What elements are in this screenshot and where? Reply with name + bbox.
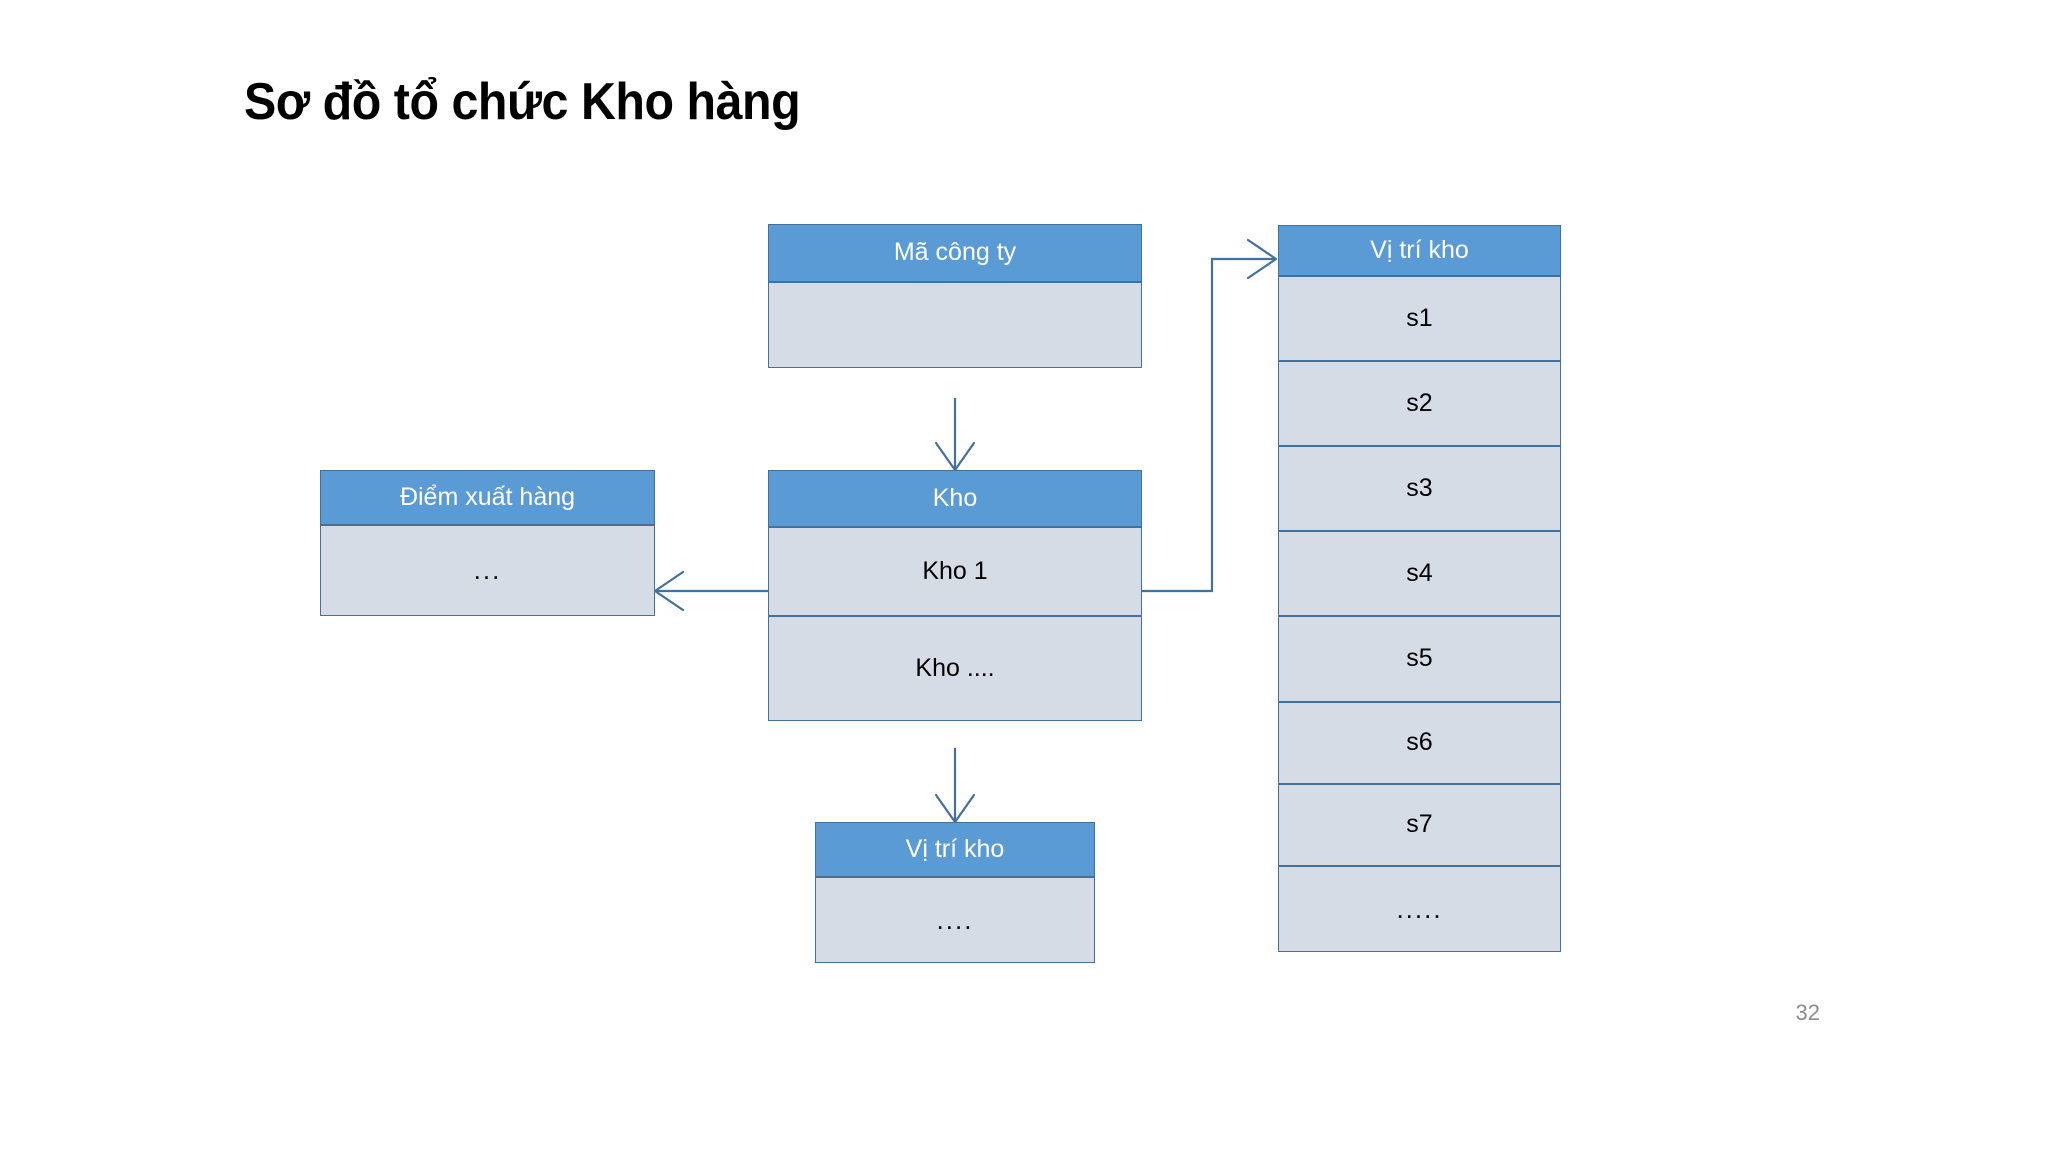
entity-row-warehouse-0[interactable]: Kho 1 <box>768 527 1142 616</box>
entity-row-location-right-3[interactable]: s4 <box>1278 531 1561 616</box>
page-number: 32 <box>1795 1000 1820 1025</box>
connector-warehouse-to-location-right <box>1140 238 1278 593</box>
entity-header-location-right: Vị trí kho <box>1278 225 1561 276</box>
entity-row-location-right-2[interactable]: s3 <box>1278 446 1561 531</box>
entity-row-location-right-4[interactable]: s5 <box>1278 616 1561 702</box>
entity-row-location-right-1[interactable]: s2 <box>1278 361 1561 446</box>
entity-header-warehouse: Kho <box>768 470 1142 527</box>
page-title: Sơ đồ tổ chức Kho hàng <box>244 73 801 131</box>
entity-box-company[interactable]: Mã công ty <box>768 224 1142 368</box>
entity-header-location-bottom: Vị trí kho <box>815 822 1095 877</box>
entity-row-location-right-0[interactable]: s1 <box>1278 276 1561 361</box>
entity-row-location-right-7[interactable]: ..... <box>1278 866 1561 952</box>
entity-row-location-right-6[interactable]: s7 <box>1278 784 1561 866</box>
entity-header-company: Mã công ty <box>768 224 1142 282</box>
entity-row-company-0[interactable] <box>768 282 1142 368</box>
connector-company-to-warehouse <box>934 398 976 472</box>
entity-header-shipping-point: Điểm xuất hàng <box>320 470 655 525</box>
entity-row-location-right-5[interactable]: s6 <box>1278 702 1561 784</box>
entity-box-location-right[interactable]: Vị trí kho s1 s2 s3 s4 s5 s6 s7 ..... <box>1278 225 1561 952</box>
entity-row-location-bottom-0[interactable]: .... <box>815 877 1095 963</box>
entity-row-shipping-point-0[interactable]: ... <box>320 525 655 616</box>
connector-warehouse-to-location-bottom <box>934 748 976 824</box>
entity-box-shipping-point[interactable]: Điểm xuất hàng ... <box>320 470 655 616</box>
entity-box-warehouse[interactable]: Kho Kho 1 Kho .... <box>768 470 1142 721</box>
entity-row-warehouse-1[interactable]: Kho .... <box>768 616 1142 721</box>
entity-box-location-bottom[interactable]: Vị trí kho .... <box>815 822 1095 963</box>
